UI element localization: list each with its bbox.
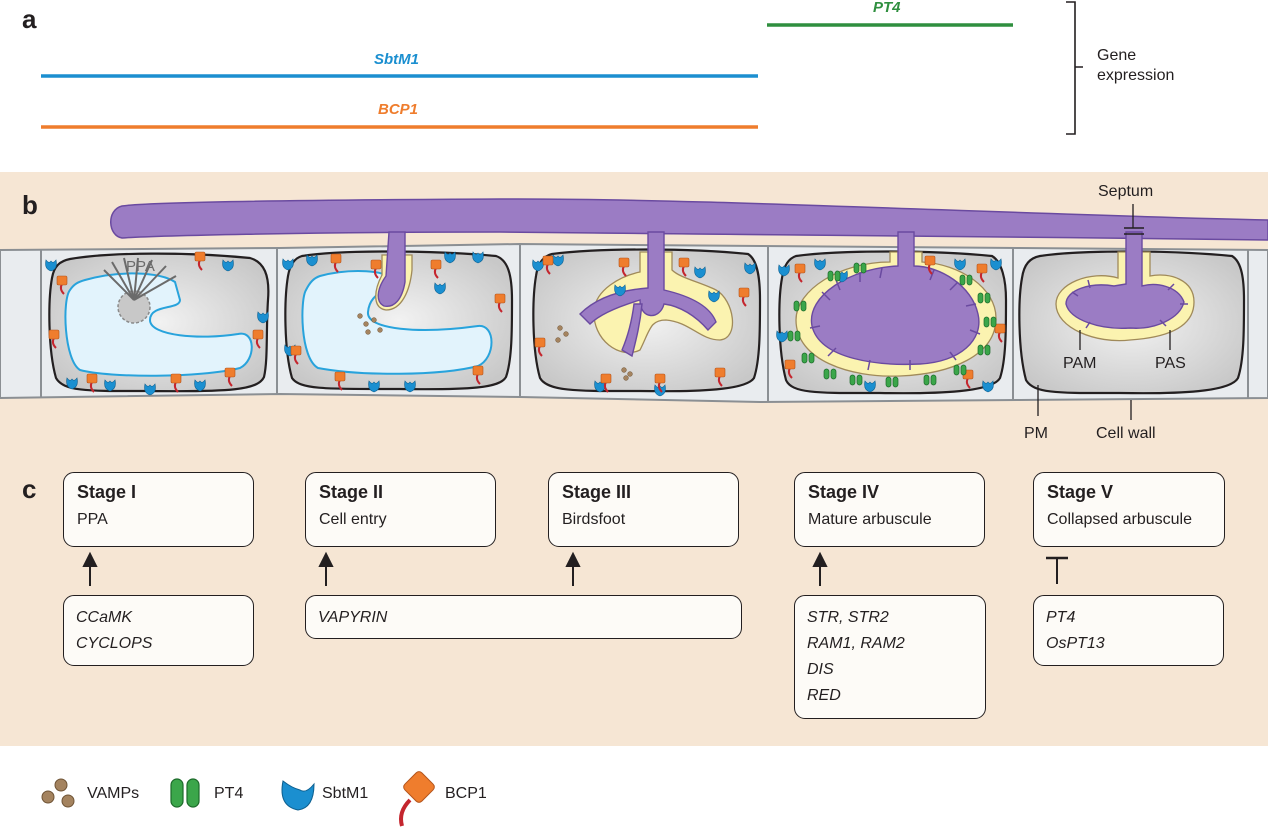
cell-leader-lines	[1037, 204, 1171, 420]
pt4-transporter-icon	[170, 778, 200, 808]
stage-title: Stage I	[77, 482, 137, 502]
regulator-box-4: PT4 OsPT13	[1033, 595, 1224, 666]
bracket-label-line2: expression	[1097, 67, 1175, 84]
gene-label-sbtm1: SbtM1	[374, 51, 419, 68]
pas-label: PAS	[1155, 355, 1186, 372]
stage-box-3: Stage III Birdsfoot	[548, 472, 739, 547]
regulator-box-1: CCaMK CYCLOPS	[63, 595, 254, 666]
vamp-icon	[41, 778, 75, 808]
regulator-box-3: STR, STR2 RAM1, RAM2 DIS RED	[794, 595, 986, 719]
sbtm1-icon	[281, 780, 315, 811]
gene-label-pt4: PT4	[873, 0, 901, 16]
regulation-arrows	[82, 551, 1068, 586]
regulator-gene: STR, STR2	[807, 609, 889, 626]
pam-label: PAM	[1063, 355, 1097, 372]
legend-icons	[41, 771, 435, 827]
regulator-gene: PT4	[1046, 609, 1076, 626]
arbuscule-fine-branches	[809, 267, 1188, 371]
stage-box-4: Stage IV Mature arbuscule	[794, 472, 985, 547]
panel-label-c: c	[22, 474, 37, 504]
stage-box-2: Stage II Cell entry	[305, 472, 496, 547]
ppa-label: PPA	[126, 258, 155, 275]
stage-subtitle: Collapsed arbuscule	[1047, 511, 1192, 528]
stage-subtitle: PPA	[77, 511, 108, 528]
stage-subtitle: Cell entry	[319, 511, 387, 528]
regulator-gene: CYCLOPS	[76, 635, 153, 652]
runner-hypha	[110, 198, 1268, 241]
regulator-box-2: VAPYRIN	[305, 595, 742, 639]
stage-subtitle: Mature arbuscule	[808, 511, 932, 528]
legend-label-sbtm1: SbtM1	[322, 785, 369, 802]
cell-stage-1	[48, 252, 270, 393]
septum-label: Septum	[1098, 183, 1154, 200]
legend-label-bcp1: BCP1	[445, 785, 487, 802]
regulator-gene: OsPT13	[1046, 635, 1105, 652]
panel-label-a: a	[22, 4, 37, 34]
stage-title: Stage III	[562, 482, 632, 502]
regulator-gene: VAPYRIN	[318, 609, 388, 626]
gene-label-bcp1: BCP1	[378, 101, 419, 118]
legend-label-vamps: VAMPs	[87, 785, 140, 802]
stage-box-1: Stage I PPA	[63, 472, 254, 547]
stage-title: Stage II	[319, 482, 384, 502]
septum-marker	[1124, 227, 1144, 235]
stage-subtitle: Birdsfoot	[562, 511, 626, 528]
arbuscules	[377, 231, 1185, 366]
legend-label-pt4: PT4	[214, 785, 244, 802]
regulator-gene: DIS	[807, 661, 834, 678]
cell-wall-label: Cell wall	[1096, 425, 1156, 442]
cell-stage-3	[532, 248, 762, 393]
panel-label-b: b	[22, 190, 38, 220]
regulator-gene: RAM1, RAM2	[807, 635, 905, 652]
regulator-gene: CCaMK	[76, 609, 133, 626]
bracket-label-line1: Gene	[1097, 47, 1137, 64]
pm-label: PM	[1024, 425, 1048, 442]
stage-box-5: Stage V Collapsed arbuscule	[1033, 472, 1225, 547]
regulator-gene: RED	[807, 687, 841, 704]
stage-title: Stage IV	[808, 482, 880, 502]
bcp1-icon	[399, 771, 435, 827]
expression-bracket	[1066, 1, 1083, 135]
stage-title: Stage V	[1047, 482, 1114, 502]
